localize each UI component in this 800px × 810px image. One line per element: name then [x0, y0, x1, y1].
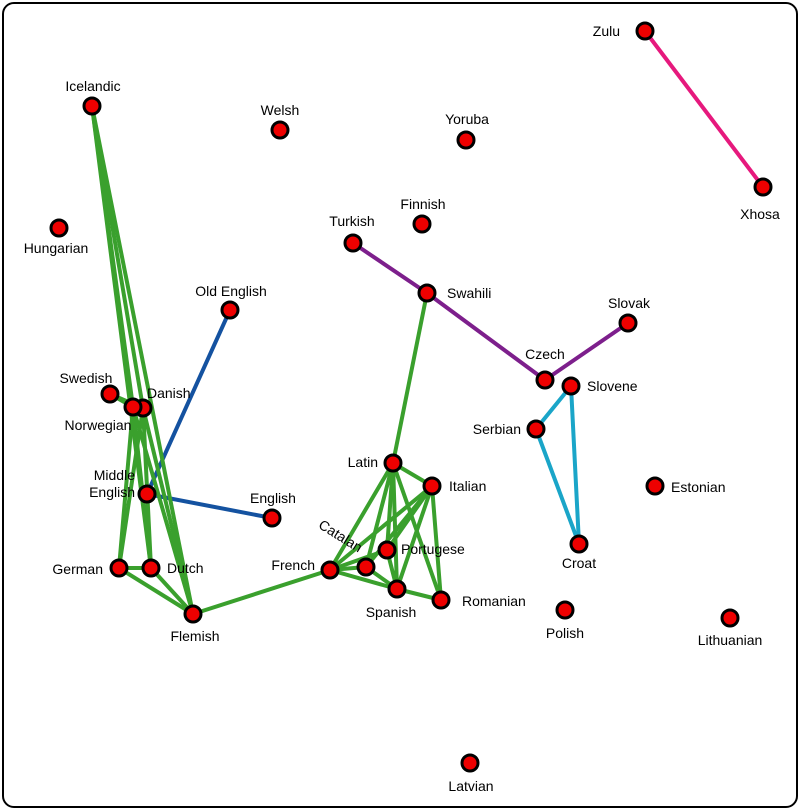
edge-italian-spanish: [395, 484, 434, 591]
label-zulu: Zulu: [593, 23, 620, 39]
node-icelandic: [82, 96, 102, 116]
label-flemish: Flemish: [170, 628, 219, 644]
node-italian: [422, 476, 442, 496]
node-slovak: [618, 313, 638, 333]
label-slovak: Slovak: [608, 295, 651, 311]
node-middle-english: [137, 484, 157, 504]
node-estonian: [645, 476, 665, 496]
node-old-english: [220, 300, 240, 320]
node-spanish: [387, 579, 407, 599]
node-turkish: [343, 233, 363, 253]
edge-danish-flemish: [141, 406, 195, 616]
label-dutch: Dutch: [167, 560, 204, 576]
label-romanian: Romanian: [462, 593, 526, 609]
edge-italian-french: [328, 484, 434, 572]
edge-flemish-french: [191, 568, 332, 616]
label-french: French: [271, 557, 315, 573]
edge-turkish-swahili: [351, 241, 429, 295]
edge-french-portugese: [328, 548, 389, 572]
node-zulu: [635, 21, 655, 41]
edge-serbian-croat: [534, 427, 581, 546]
label-danish: Danish: [147, 385, 191, 401]
node-english: [262, 508, 282, 528]
label-swahili: Swahili: [447, 285, 491, 301]
label-estonian: Estonian: [671, 479, 725, 495]
node-xhosa: [753, 177, 773, 197]
edge-old_english-middle_english: [145, 308, 232, 496]
node-serbian: [526, 419, 546, 439]
node-swedish: [100, 384, 120, 404]
label-polish: Polish: [546, 625, 584, 641]
label-welsh: Welsh: [261, 102, 300, 118]
edge-czech-slovak: [543, 321, 630, 382]
node-latvian: [460, 753, 480, 773]
node-latin: [383, 453, 403, 473]
label-german: German: [52, 561, 103, 577]
label-english: English: [250, 490, 296, 506]
label-icelandic: Icelandic: [65, 78, 120, 94]
node-slovene: [561, 376, 581, 396]
node-welsh: [270, 120, 290, 140]
edge-swahili-czech: [425, 291, 547, 382]
edge-italian-romanian: [430, 484, 443, 602]
label-norwegian: Norwegian: [65, 417, 132, 433]
node-hungarian: [49, 218, 69, 238]
node-catalan: [356, 557, 376, 577]
label-latin: Latin: [348, 454, 378, 470]
edge-latin-spanish: [391, 461, 399, 591]
node-norwegian: [123, 397, 143, 417]
label-latvian: Latvian: [448, 778, 493, 794]
label-yoruba: Yoruba: [445, 111, 489, 127]
node-yoruba: [456, 130, 476, 150]
label-lithuanian: Lithuanian: [698, 632, 763, 648]
node-flemish: [183, 604, 203, 624]
label-serbian: Serbian: [473, 421, 521, 437]
label-italian: Italian: [449, 478, 486, 494]
label-swedish: Swedish: [60, 370, 113, 386]
node-croat: [569, 534, 589, 554]
node-czech: [535, 370, 555, 390]
label-portugese: Portugese: [401, 541, 465, 557]
edge-latin-catalan: [364, 461, 395, 569]
label-hungarian: Hungarian: [24, 240, 89, 256]
node-swahili: [417, 283, 437, 303]
edge-slovene-croat: [569, 384, 581, 546]
edge-layer: [90, 29, 765, 616]
edge-italian-portugese: [385, 484, 434, 552]
edge-dutch-flemish: [149, 566, 195, 616]
label-croat: Croat: [562, 555, 596, 571]
label-finnish: Finnish: [400, 196, 445, 212]
label-old-english: Old English: [195, 283, 267, 299]
edge-danish-german: [117, 406, 145, 570]
edge-latin-french: [328, 461, 395, 572]
label-spanish: Spanish: [366, 604, 417, 620]
edge-french-spanish: [328, 568, 399, 591]
label-slovene: Slovene: [587, 378, 638, 394]
node-polish: [555, 600, 575, 620]
edge-swahili-latin: [391, 291, 429, 465]
edge-icelandic-flemish: [90, 104, 195, 616]
edge-german-flemish: [117, 566, 195, 616]
node-german: [109, 558, 129, 578]
label-czech: Czech: [525, 346, 565, 362]
node-dutch: [141, 558, 161, 578]
node-lithuanian: [720, 608, 740, 628]
label-turkish: Turkish: [329, 213, 374, 229]
edge-zulu-xhosa: [643, 29, 765, 189]
label-xhosa: Xhosa: [740, 206, 780, 222]
node-french: [320, 560, 340, 580]
node-portugese: [377, 540, 397, 560]
node-finnish: [412, 214, 432, 234]
edge-middle_english-english: [145, 492, 274, 520]
node-layer: [49, 21, 773, 773]
node-romanian: [431, 590, 451, 610]
